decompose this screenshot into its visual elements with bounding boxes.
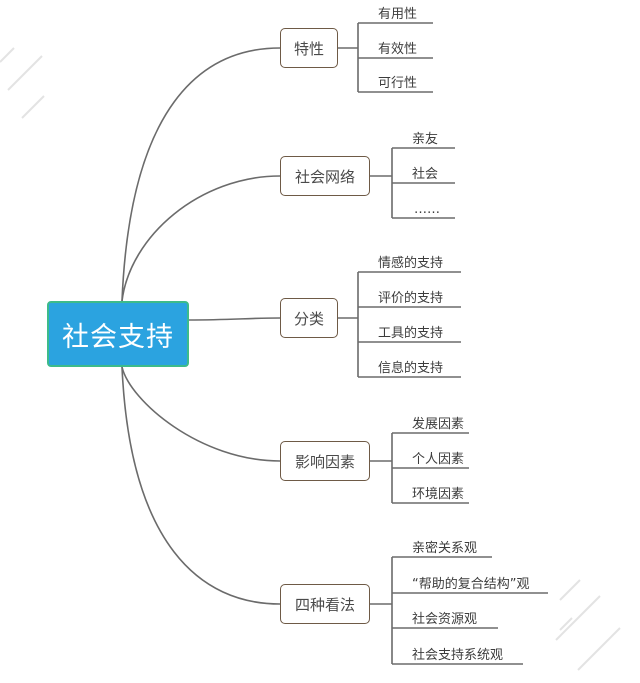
root-connector <box>121 47 281 302</box>
leaf-node[interactable]: 个人因素 <box>412 452 465 467</box>
root-connector <box>121 366 281 462</box>
leaf-node[interactable]: 有效性 <box>378 42 418 57</box>
branch-node-influencing-factors[interactable]: 影响因素 <box>280 441 370 481</box>
leaf-node[interactable]: 社会 <box>412 167 439 182</box>
branch-node-four-views[interactable]: 四种看法 <box>280 584 370 624</box>
branch-node-traits[interactable]: 特性 <box>280 28 338 68</box>
leaf-node[interactable]: 亲友 <box>412 132 439 147</box>
leaf-node[interactable]: 社会资源观 <box>412 612 478 627</box>
leaf-node[interactable]: 工具的支持 <box>378 326 444 341</box>
leaf-node[interactable]: “帮助的复合结构”观 <box>412 577 530 592</box>
leaf-node[interactable]: 情感的支持 <box>378 256 444 271</box>
branch-node-classification[interactable]: 分类 <box>280 298 338 338</box>
root-connector <box>121 175 281 302</box>
root-connector <box>188 317 281 321</box>
leaf-node[interactable]: 信息的支持 <box>378 361 444 376</box>
branch-node-social-network[interactable]: 社会网络 <box>280 156 370 196</box>
leaf-node[interactable]: 社会支持系统观 <box>412 648 504 663</box>
leaf-node[interactable]: …… <box>414 202 440 217</box>
leaf-node[interactable]: 环境因素 <box>412 487 465 502</box>
leaf-node[interactable]: 亲密关系观 <box>412 541 478 556</box>
root-connector <box>121 366 281 605</box>
root-node[interactable]: 社会支持 <box>47 301 189 367</box>
leaf-node[interactable]: 发展因素 <box>412 417 465 432</box>
leaf-node[interactable]: 有用性 <box>378 7 418 22</box>
leaf-node[interactable]: 评价的支持 <box>378 291 444 306</box>
leaf-node[interactable]: 可行性 <box>378 76 418 91</box>
